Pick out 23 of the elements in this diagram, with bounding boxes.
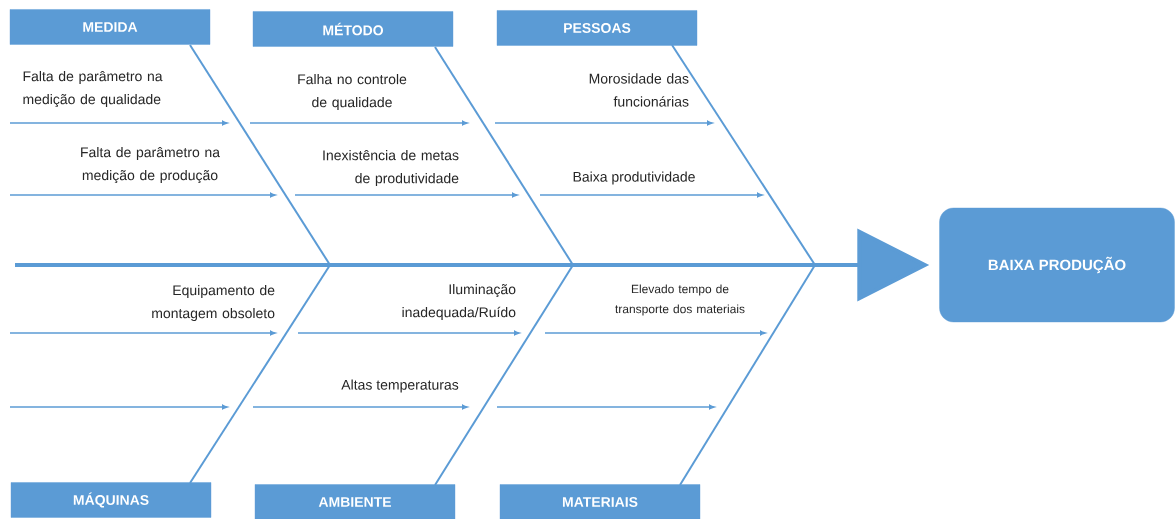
cause-text: Elevado tempo de transporte dos materiais xyxy=(615,284,745,316)
cause-text: Falta de parâmetro na medição de qualidade xyxy=(23,70,163,108)
cause-text: Morosidade das funcionárias xyxy=(589,73,689,107)
category-box: MÁQUINAS xyxy=(10,482,212,518)
category-box: PESSOAS xyxy=(496,10,698,46)
category-box: AMBIENTE xyxy=(254,484,456,519)
cause-text: Baixa produtividade xyxy=(573,171,695,185)
bone-line xyxy=(679,264,816,486)
bone-line xyxy=(189,264,331,484)
cause-text: Falta de parâmetro na medição de produção xyxy=(81,146,220,184)
cause-text: Falha no controle de qualidade xyxy=(298,73,407,110)
cause-text: Iluminação inadequada/Ruído xyxy=(402,283,516,320)
effect-box: BAIXA PRODUÇÃO xyxy=(939,207,1175,323)
bone-line xyxy=(671,44,816,266)
category-box: MEDIDA xyxy=(9,9,211,45)
bone-line xyxy=(189,44,331,266)
bone-line xyxy=(434,264,574,486)
cause-text: Altas temperaturas xyxy=(341,379,459,393)
cause-text: Equipamento de montagem obsoleto xyxy=(152,284,275,321)
category-box: MÉTODO xyxy=(252,11,454,47)
bone-line xyxy=(434,46,574,266)
cause-text: Inexistência de metas de produtividade xyxy=(323,149,459,187)
category-box: MATERIAIS xyxy=(499,484,701,519)
